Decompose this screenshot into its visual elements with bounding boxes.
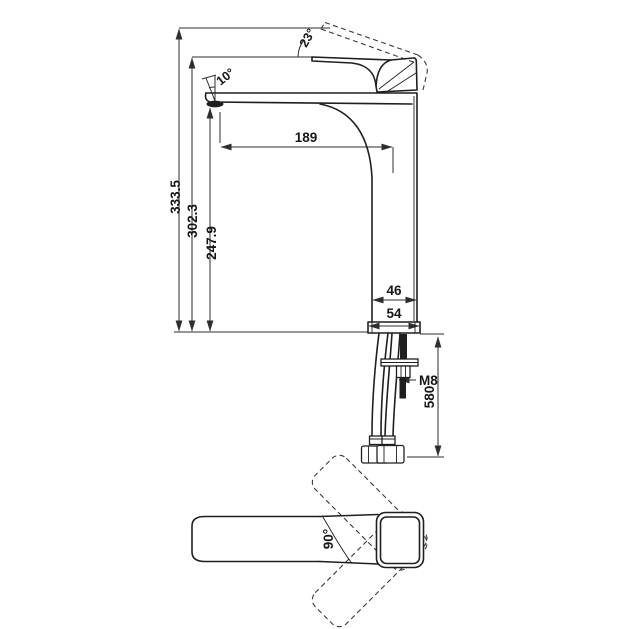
arc-aerator-angle xyxy=(208,86,216,89)
raised-lever-head xyxy=(417,54,428,91)
hose-ferrule-1 xyxy=(368,435,384,446)
hose-ferrule-2 xyxy=(381,435,396,446)
bottom-view: 90° xyxy=(191,454,428,628)
dim-aerator-angle: 10° xyxy=(214,66,238,89)
lever-head-body xyxy=(375,57,418,93)
hose-right-edge-2 xyxy=(392,332,401,437)
arc-lever-angle xyxy=(297,39,305,58)
lever-head-facet-1 xyxy=(378,61,415,90)
supply-hoses xyxy=(371,332,401,437)
threaded-rod-tip xyxy=(399,377,406,399)
plan-head-inner xyxy=(379,516,421,565)
lever-underside xyxy=(311,56,377,87)
hose-left-edge-2 xyxy=(384,332,393,437)
plan-handle-outline xyxy=(191,515,321,563)
lever-top-edge xyxy=(311,56,392,61)
raised-lever-tip xyxy=(320,22,326,30)
mounting-nut-facets xyxy=(400,366,406,378)
dim-total-height: 333.5 xyxy=(168,180,183,214)
dim-base-width: 54 xyxy=(386,306,402,321)
dim-hose-length: 580 xyxy=(422,386,437,409)
dim-spout-reach: 189 xyxy=(295,130,318,145)
hose-hex-nut-2 xyxy=(376,444,405,464)
dim-body-width: 46 xyxy=(386,283,402,298)
lever-head-facet-2 xyxy=(387,72,417,92)
mounting-nut xyxy=(395,365,411,379)
base-flange xyxy=(367,321,421,334)
hose-right-edge-1 xyxy=(380,332,389,437)
dim-swivel-angle: 90° xyxy=(321,529,336,549)
plan-handle-neck-edges xyxy=(319,513,379,565)
plan-head-outer xyxy=(375,511,425,569)
dim-thread-size: M8 xyxy=(419,373,438,388)
hex-nut-2-facets xyxy=(383,445,397,463)
dim-handle-height: 302.3 xyxy=(185,204,200,238)
aerator-outlet xyxy=(206,100,224,108)
faucet-front-curve xyxy=(319,103,373,323)
hose-left-edge-1 xyxy=(371,332,380,437)
tick-aerator-top xyxy=(201,74,217,80)
mounting-stud-upper xyxy=(400,334,407,361)
faucet-spout-top-and-right-edge xyxy=(205,92,418,323)
side-view: 333.5 302.3 247.9 189 46 54 580 M8 23° 1… xyxy=(168,21,444,464)
dim-spout-height: 247.9 xyxy=(204,226,219,260)
plan-swivel-arc xyxy=(321,515,353,564)
faucet-spout-underside xyxy=(204,92,413,105)
raised-lever-upper-edge xyxy=(324,21,419,56)
tick-aerator-tilted xyxy=(205,77,216,102)
base-flange-inner-lines xyxy=(371,322,416,333)
